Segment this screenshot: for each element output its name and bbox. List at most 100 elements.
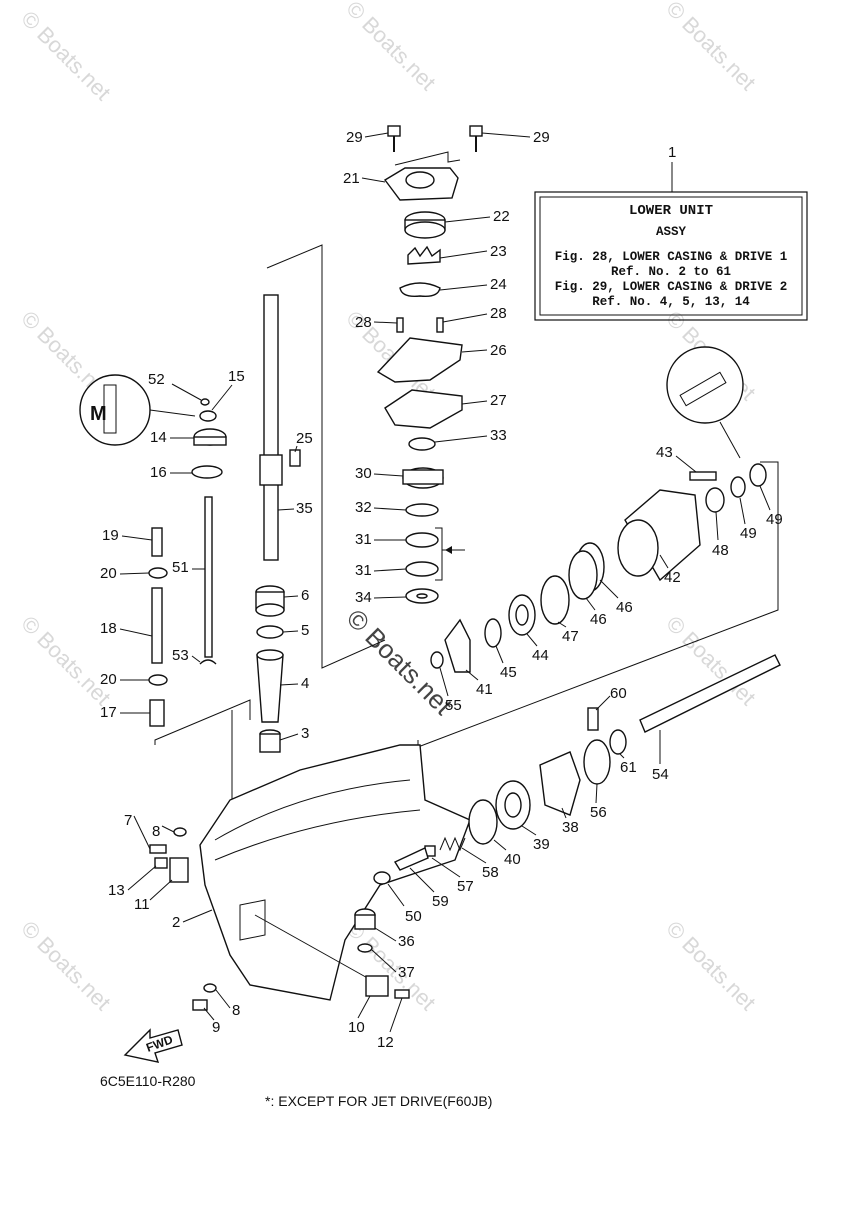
callout-48: 48 [712,542,729,559]
info-box-title: LOWER UNIT [629,203,713,219]
nut-13 [154,857,168,869]
watermark: © Boats.net [16,6,115,105]
dog-clutch [583,739,611,785]
impeller [407,245,441,265]
callout-43: 43 [656,444,673,461]
gasket [384,389,463,429]
callout-54: 54 [652,766,669,783]
anode-11 [169,857,189,883]
callout-21: 21 [343,170,360,187]
bolt-9 [192,999,208,1011]
callout-44: 44 [532,647,549,664]
watermark: © Boats.net [16,916,115,1015]
callout-52: 52 [148,371,165,388]
propeller-shaft [639,654,781,733]
info-box-line-4: Ref. No. 4, 5, 13, 14 [592,295,750,309]
o-ring-16 [191,465,223,479]
callout-51: 51 [172,559,189,576]
callout-1: 1 [668,144,676,161]
bolt-7 [149,844,167,854]
callout-13: 13 [108,882,125,899]
callout-3: 3 [301,725,309,742]
callout-50: 50 [405,908,422,925]
o-ring-24 [399,282,441,298]
anode-10 [365,975,389,997]
callout-2: 2 [172,914,180,931]
callout-49: 49 [766,511,783,528]
callout-56: 56 [590,804,607,821]
callout-17: 17 [100,704,117,721]
callout-39: 39 [533,836,550,853]
info-box-line-1: Fig. 28, LOWER CASING & DRIVE 1 [555,250,788,264]
callout-15: 15 [228,368,245,385]
drive-shaft-group [255,294,301,753]
watermark: © Boats.net [341,0,440,95]
callout-55: 55 [445,697,462,714]
callout-36: 36 [398,933,415,950]
callout-60: 60 [610,685,627,702]
callout-46: 46 [616,599,633,616]
callout-25: 25 [296,430,313,447]
callout-45: 45 [500,664,517,681]
watermark: © Boats.net [661,916,760,1015]
callout-61: 61 [620,759,637,776]
bolt-12 [394,989,410,999]
callouts: 29 29 21 22 23 24 28 28 2 6 27 33 30 32 3… [100,129,783,1051]
callout-40: 40 [504,851,521,868]
info-box-subtitle: ASSY [656,225,687,239]
callout-18: 18 [100,620,117,637]
callout-24: 24 [490,276,507,293]
callout-32: 32 [355,499,372,516]
callout-20: 20 [100,565,117,582]
callout-20: 20 [100,671,117,688]
callout-19: 19 [102,527,119,544]
callout-42: 42 [664,569,681,586]
info-box-line-2: Ref. No. 2 to 61 [611,265,731,279]
callout-59: 59 [432,893,449,910]
lower-casing [199,744,471,1001]
callout-46: 46 [590,611,607,628]
bolt-43 [689,471,717,481]
callout-41: 41 [476,681,493,698]
footnote: *: EXCEPT FOR JET DRIVE(F60JB) [265,1093,492,1109]
callout-14: 14 [150,429,167,446]
callout-12: 12 [377,1034,394,1051]
callout-22: 22 [493,208,510,225]
callout-49: 49 [740,525,757,542]
callout-33: 33 [490,427,507,444]
callout-37: 37 [398,964,415,981]
callout-28: 28 [355,314,372,331]
drive-shaft [263,294,279,561]
callout-58: 58 [482,864,499,881]
callout-11: 11 [134,896,150,913]
lower-unit-info-box: 1 LOWER UNIT ASSY Fig. 28, LOWER CASING … [534,144,808,321]
prop-shaft-group [393,346,781,871]
callout-35: 35 [296,500,313,517]
info-box-line-3: Fig. 29, LOWER CASING & DRIVE 2 [555,280,788,294]
callout-9: 9 [212,1019,220,1036]
callout-4: 4 [301,675,309,692]
bearing-housing [624,489,701,582]
callout-57: 57 [457,878,474,895]
callout-27: 27 [490,392,507,409]
bolt-29-right [469,125,483,137]
callout-30: 30 [355,465,372,482]
fwd-arrow: FWD [123,1028,183,1063]
callout-16: 16 [150,464,167,481]
callout-10: 10 [348,1019,365,1036]
callout-7: 7 [124,812,132,829]
callout-29: 29 [533,129,550,146]
bearing-48 [705,487,725,513]
callout-8: 8 [152,823,160,840]
callout-31: 31 [355,531,372,548]
callout-28: 28 [490,305,507,322]
key-25 [289,449,301,467]
callout-23: 23 [490,243,507,260]
callout-53: 53 [172,647,189,664]
callout-6: 6 [301,587,309,604]
water-pump-group [376,125,483,604]
callout-38: 38 [562,819,579,836]
callout-29: 29 [346,129,363,146]
diagram-code: 6C5E110-R280 [100,1073,196,1089]
callout-8: 8 [232,1002,240,1019]
